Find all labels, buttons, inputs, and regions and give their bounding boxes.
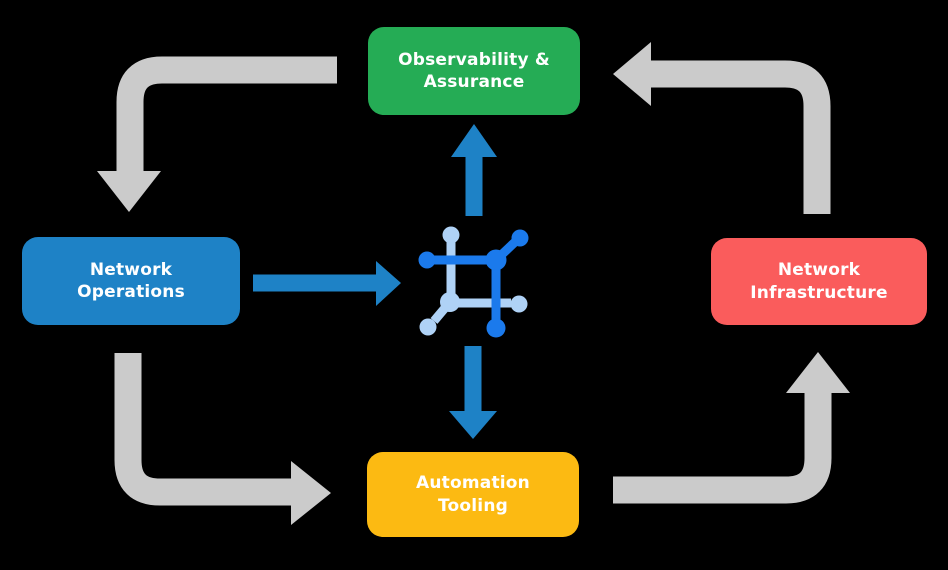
arrow-platform-to-observability bbox=[451, 124, 497, 216]
node-label: Automation Tooling bbox=[416, 473, 530, 516]
arrow-operations-to-automation bbox=[114, 353, 331, 525]
arrowhead-right-icon bbox=[376, 261, 401, 306]
arrow-infrastructure-to-observability bbox=[613, 42, 831, 214]
node-label: Network Infrastructure bbox=[750, 260, 888, 303]
arrowhead-up-icon bbox=[451, 124, 497, 157]
arrow-pipe bbox=[613, 392, 832, 504]
platform-icon-light-strokes bbox=[419, 226, 528, 336]
arrowhead-left-icon bbox=[613, 42, 651, 106]
arrowhead-up-icon bbox=[786, 352, 850, 393]
arrow-pipe bbox=[650, 60, 831, 214]
arrow-automation-to-infrastructure bbox=[613, 352, 850, 504]
node-observability-assurance: Observability & Assurance bbox=[368, 27, 580, 115]
node-label: Observability & Assurance bbox=[398, 49, 550, 92]
node-network-infrastructure: Network Infrastructure bbox=[711, 238, 927, 325]
node-label: Network Operations bbox=[77, 259, 185, 302]
network-platform-icon bbox=[418, 226, 529, 338]
arrow-pipe bbox=[116, 56, 337, 173]
arrow-operations-to-platform bbox=[253, 261, 401, 306]
node-network-operations: Network Operations bbox=[22, 237, 240, 325]
platform-icon-dark-strokes bbox=[418, 229, 529, 338]
arrow-platform-to-automation bbox=[449, 346, 497, 439]
arrowhead-down-icon bbox=[449, 411, 497, 439]
node-automation-tooling: Automation Tooling bbox=[367, 452, 579, 537]
arrow-observability-to-operations bbox=[97, 56, 337, 212]
arrow-pipe bbox=[114, 353, 292, 506]
arrowhead-down-icon bbox=[97, 171, 161, 212]
arrowhead-right-icon bbox=[291, 461, 331, 525]
